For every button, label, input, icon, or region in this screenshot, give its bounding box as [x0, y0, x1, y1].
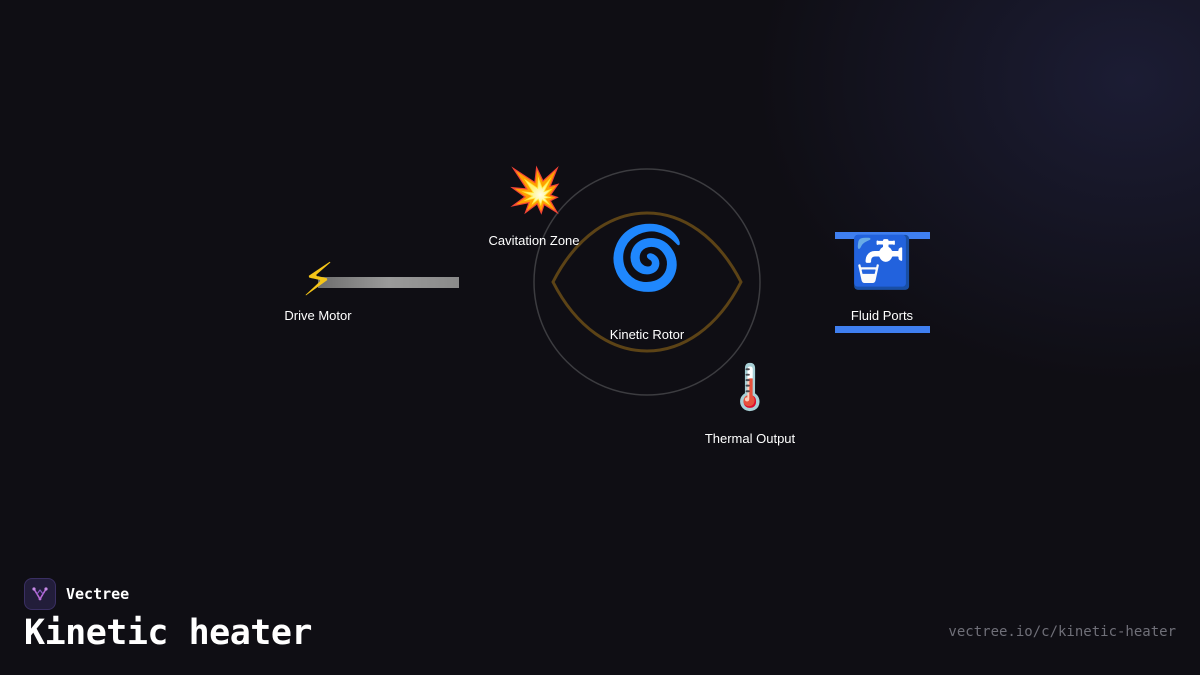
- fluid-port-inlet-bar: [835, 232, 930, 239]
- node-drive-motor[interactable]: ⚡ Drive Motor: [284, 253, 352, 324]
- rotor-housing-ring: [533, 168, 761, 396]
- node-kinetic-rotor[interactable]: 🌀 Kinetic Rotor: [608, 220, 685, 342]
- node-fluid-ports[interactable]: 🚰 Fluid Ports: [835, 232, 930, 333]
- fluid-ports-label: Fluid Ports: [851, 308, 914, 323]
- node-cavitation-zone[interactable]: 💥 Cavitation Zone: [488, 165, 579, 248]
- drive-motor-label: Drive Motor: [284, 308, 352, 323]
- lightning-icon: ⚡: [302, 253, 334, 307]
- kinetic-rotor-label: Kinetic Rotor: [610, 327, 685, 342]
- water-tap-icon: 🚰: [851, 234, 913, 292]
- drive-shaft: [318, 277, 459, 288]
- page-url[interactable]: vectree.io/c/kinetic-heater: [948, 624, 1176, 640]
- vectree-logo-icon: [24, 578, 56, 610]
- explosion-icon: 💥: [508, 165, 563, 216]
- node-thermal-output[interactable]: 🌡️ Thermal Output: [705, 362, 796, 446]
- brand[interactable]: Vectree: [24, 577, 129, 611]
- rotor-chamber-outline: [551, 211, 743, 353]
- cavitation-zone-label: Cavitation Zone: [488, 233, 579, 248]
- page-title: Kinetic heater: [24, 613, 313, 653]
- thermal-output-label: Thermal Output: [705, 431, 796, 446]
- thermometer-icon: 🌡️: [723, 362, 778, 413]
- cyclone-icon: 🌀: [608, 220, 685, 294]
- brand-name: Vectree: [66, 585, 130, 603]
- fluid-port-outlet-bar: [835, 326, 930, 333]
